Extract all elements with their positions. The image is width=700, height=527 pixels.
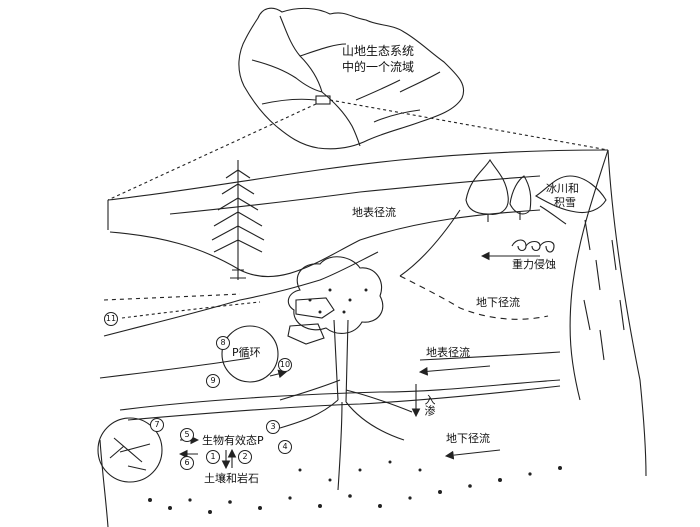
zoom-line-right	[329, 99, 609, 151]
ridge-line-1	[109, 209, 541, 278]
soil-and-rock-label: 土壤和岩石	[204, 472, 259, 485]
surface-runoff-top-label: 地表径流	[352, 206, 396, 219]
soil-pebbles	[148, 288, 562, 514]
cliff-face	[607, 149, 647, 477]
glacier-snow-label-1: 冰川和	[546, 182, 579, 195]
shrubs	[465, 158, 509, 215]
glacier-snow	[534, 175, 607, 214]
marker-7: 7	[150, 418, 164, 432]
marker-1: 1	[206, 450, 220, 464]
map-title-line1: 山地生态系统	[342, 44, 415, 58]
groundwater-runoff-upper-label: 地下径流	[476, 296, 520, 309]
map-river	[279, 15, 323, 93]
groundwater-runoff-lower-label: 地下径流	[446, 432, 490, 445]
block-top-edge	[107, 149, 609, 201]
marker-9: 9	[206, 374, 220, 388]
marker-8: 8	[216, 336, 230, 350]
surface-runoff-mid-label: 地表径流	[426, 346, 470, 359]
marker-4: 4	[278, 440, 292, 454]
marker-6: 6	[180, 456, 194, 470]
marker-10: 10	[278, 358, 292, 372]
map-outline	[238, 7, 464, 150]
groundwater-arrow-lower	[444, 449, 501, 460]
marker-2: 2	[238, 450, 252, 464]
conifer-tree	[211, 160, 265, 280]
map-title-line2: 中的一个流域	[342, 60, 415, 74]
marker-3: 3	[266, 420, 280, 434]
p-cycle-loop	[221, 325, 279, 383]
bioavailable-p-label: 生物有效态P	[202, 434, 264, 447]
infiltration-label: 入渗	[423, 394, 436, 416]
zoom-line-left	[107, 103, 317, 201]
gravity-erosion-label: 重力侵蚀	[512, 258, 556, 271]
slope-line-1	[103, 251, 379, 337]
glacier-snow-label-2: 积雪	[554, 196, 576, 209]
ridge-line-2	[169, 175, 541, 215]
gravity-erosion-swirl	[511, 239, 555, 253]
marker-5: 5	[180, 428, 194, 442]
broadleaf-tree	[287, 256, 384, 334]
marker-11: 11	[104, 312, 118, 326]
p-cycle-label: P循环	[232, 346, 261, 359]
groundwater-line	[399, 275, 549, 320]
soil-magnifier	[97, 417, 163, 483]
surface-runoff-arrow-mid	[418, 365, 491, 376]
